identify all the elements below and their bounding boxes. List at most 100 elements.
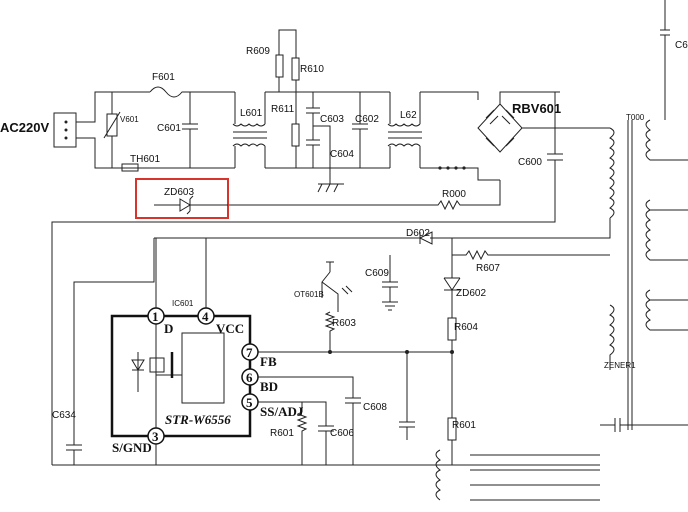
output-windings [435,449,600,501]
thermistor-label: TH601 [130,154,160,165]
ic-controller-block [181,332,225,404]
c608-label: C608 [363,402,387,413]
pin1-number: 1 [152,309,159,324]
pin6-label: BD [260,379,278,394]
capacitor-c606 [258,401,334,465]
transformer-t000 [430,119,688,430]
dots-ac-line [438,166,466,170]
zener-zd603 [154,195,228,215]
diode-d602 [154,231,433,245]
bridge-label: RBV601 [512,101,561,116]
r601b-label: R601 [452,420,476,431]
chassis-ground-icon [317,183,344,193]
bridge-rectifier-rbv601 [477,91,560,153]
choke-l601 [232,92,267,168]
capacitor-c602 [352,92,368,168]
pin3-label: S/GND [112,440,152,455]
ac-input-label: AC220V [0,120,49,135]
l62-label: L62 [400,110,417,121]
opto-light-arrows [341,285,353,295]
varistor-label: V601 [120,115,139,124]
bottom-rail-3 [420,167,500,181]
pin7-label: FB [260,354,277,369]
resistor-r609 [275,54,284,78]
r609-label: R609 [246,46,270,57]
pin1-label: D [164,321,173,336]
resistor-r611 [291,123,300,147]
zener-text-label: ZENER1 [604,361,636,370]
c601-label: C601 [157,123,181,134]
pin4-label: VCC [216,321,244,336]
r601a-label: R601 [270,428,294,439]
c609-label: C609 [365,268,389,279]
resistor-r607 [452,249,610,261]
opto-label: OT601B [294,290,324,299]
capacitor-output [600,418,688,432]
ic-pin-7 [241,343,259,361]
opto-transistor-ot601b [321,261,339,312]
input-wire-top [76,91,150,123]
c606-label: C606 [330,428,354,439]
r603-label: R603 [332,318,356,329]
pin6-number: 6 [246,370,253,385]
r611-label: R611 [271,104,295,115]
pin7-number: 7 [246,345,253,360]
capacitor-c6-edge [660,0,670,120]
transformer-label: T000 [626,113,645,122]
r607-label: R607 [476,263,500,274]
zener-zd602 [443,255,461,318]
pin5-number: 5 [246,395,253,410]
r610-label: R610 [300,64,324,75]
zd602-label: ZD602 [456,288,486,299]
fuse-label: F601 [152,72,175,83]
ic-pin-4 [197,307,215,325]
top-rail-3 [420,91,479,100]
l601-label: L601 [240,108,263,119]
ic-pin-5 [241,393,259,411]
capacitor-fb [399,352,415,440]
d602-label: D602 [406,228,430,239]
pin4-number: 4 [202,309,209,324]
ic-diode-icon [131,352,145,392]
c600-label: C600 [518,157,542,168]
r604-label: R604 [454,322,478,333]
pin5-label: SS/ADJ [260,404,304,419]
d602-r607-link [432,237,453,255]
r609-wire [278,29,297,92]
highlight-box-zd603 [135,178,229,219]
ic-pin-1 [147,238,165,325]
zd603-label: ZD603 [164,187,194,198]
resistor-r603 [324,311,336,352]
c604-label: C604 [330,149,354,160]
ic-ref-label: IC601 [172,299,194,308]
capacitor-c600 [154,92,563,223]
ic-mosfet-icon [149,357,165,373]
fuse-f601 [149,86,235,98]
capacitor-c608 [258,376,361,465]
ground-wire [313,125,331,184]
choke-l62 [387,92,422,168]
varistor-arrow [103,111,121,139]
capacitor-c601 [182,92,198,168]
resistor-r601-left [296,402,308,465]
r000-label: R000 [442,189,466,200]
c602-label: C602 [355,114,379,125]
resistor-r000 [228,180,501,211]
ic-part-label: STR-W6556 [165,412,231,427]
capacitor-c634 [66,238,155,465]
fb-junction-3 [450,350,454,354]
ic-pin-3 [147,427,165,465]
ic-internal-wiring [155,316,182,436]
c6-edge-label: C6 [675,40,688,51]
left-rail [51,221,154,465]
resistor-r610 [291,57,300,81]
ac-input-connector [53,112,77,148]
c634-label: C634 [52,410,76,421]
fb-junction [328,350,332,354]
capacitor-c603-c604 [306,92,320,168]
ic-pin-6 [241,368,259,386]
capacitor-c609 [382,255,398,311]
c603-label: C603 [320,114,344,125]
pin3-number: 3 [152,429,159,444]
